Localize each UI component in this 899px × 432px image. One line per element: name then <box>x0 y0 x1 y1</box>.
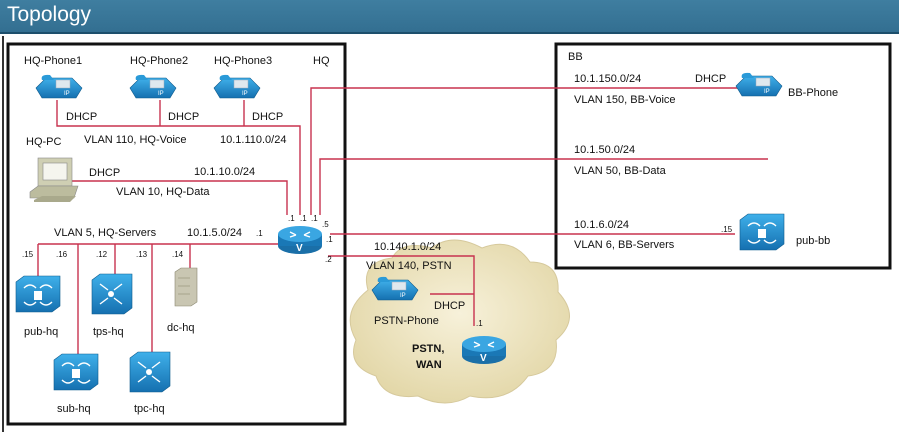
telepresence-conductor-icon <box>129 351 171 393</box>
hq-pc-name: HQ-PC <box>26 136 62 148</box>
hq-pc-addr: DHCP <box>89 167 120 179</box>
server-tpc-hq[interactable]: tpc-hq <box>129 351 171 415</box>
router-iface-label: .2 <box>325 255 332 264</box>
router-iface-label: .1 <box>326 235 333 244</box>
hq-data-vlan: VLAN 10, HQ-Data <box>116 186 210 198</box>
content-frame <box>2 36 897 432</box>
router-iface-label: .5 <box>322 220 329 229</box>
link-hq-voice <box>56 100 301 215</box>
hq-phone3[interactable]: HQ-Phone3 DHCP <box>213 55 283 123</box>
router-iface-label: .1 <box>288 214 295 223</box>
host-label: .12 <box>96 250 108 259</box>
link-bb-data <box>319 158 768 215</box>
call-manager-icon <box>739 213 785 251</box>
ip-phone-icon <box>735 72 783 97</box>
server-pub-bb[interactable]: .15 pub-bb <box>721 213 830 251</box>
hq-voice-subnet: 10.1.110.0/24 <box>220 134 286 146</box>
pstn-phone-name: PSTN-Phone <box>374 315 439 327</box>
link-bb-voice <box>310 87 740 215</box>
pstn-phone[interactable]: DHCP PSTN-Phone <box>371 276 465 327</box>
host-label: .15 <box>22 250 34 259</box>
hq-phone1-addr: DHCP <box>66 111 97 123</box>
server-name: tpc-hq <box>134 403 165 415</box>
hq-pc[interactable]: HQ-PC DHCP <box>26 136 120 203</box>
pstn-phone-addr: DHCP <box>434 300 465 312</box>
bb-server-vlan: VLAN 6, BB-Servers <box>574 239 675 251</box>
router-iface-label: .1 <box>311 214 318 223</box>
ip-phone-icon <box>35 74 83 99</box>
hq-phone3-name: HQ-Phone3 <box>214 55 272 67</box>
bb-data-subnet: 10.1.50.0/24 <box>574 144 635 156</box>
host-label: .14 <box>172 250 184 259</box>
server-sub-hq[interactable]: sub-hq <box>53 353 99 415</box>
router-iface-label: .1 <box>476 319 483 328</box>
bb-phone-name: BB-Phone <box>788 87 838 99</box>
server-name: dc-hq <box>167 322 195 334</box>
link-hq-data <box>72 180 288 215</box>
server-name: pub-bb <box>796 235 830 247</box>
hq-data-subnet: 10.1.10.0/24 <box>194 166 255 178</box>
bb-data-vlan: VLAN 50, BB-Data <box>574 165 667 177</box>
bb-voice-subnet: 10.1.150.0/24 <box>574 73 641 85</box>
router-iface-label: .1 <box>256 229 263 238</box>
bb-server-subnet: 10.1.6.0/24 <box>574 219 629 231</box>
bb-site-label: BB <box>568 51 583 63</box>
server-dc-hq[interactable]: dc-hq <box>167 267 198 334</box>
pstn-router[interactable] <box>461 335 507 365</box>
pstn-vlan: VLAN 140, PSTN <box>366 260 452 272</box>
server-pub-hq[interactable]: pub-hq <box>15 275 61 338</box>
server-name: pub-hq <box>24 326 58 338</box>
hq-phone3-addr: DHCP <box>252 111 283 123</box>
hq-phone2[interactable]: HQ-Phone2 DHCP <box>129 55 199 123</box>
bb-voice-vlan: VLAN 150, BB-Voice <box>574 94 676 106</box>
hq-server-subnet: 10.1.5.0/24 <box>187 227 242 239</box>
window-title: Topology <box>7 3 92 26</box>
link-pstn <box>328 255 475 326</box>
router-icon <box>461 335 507 365</box>
hq-phone1-name: HQ-Phone1 <box>24 55 82 67</box>
host-label: .13 <box>136 250 148 259</box>
hq-phone2-addr: DHCP <box>168 111 199 123</box>
cloud-label: PSTN, <box>412 343 444 355</box>
host-label: .15 <box>721 225 733 234</box>
ip-phone-icon <box>213 74 261 99</box>
server-name: sub-hq <box>57 403 91 415</box>
hq-server-vlan: VLAN 5, HQ-Servers <box>54 227 157 239</box>
telepresence-server-icon <box>91 273 133 315</box>
call-manager-icon <box>53 353 99 391</box>
bb-site-box <box>554 42 892 270</box>
server-tower-icon <box>174 267 198 307</box>
title-bar: Topology <box>0 0 899 34</box>
bb-phone[interactable]: DHCP BB-Phone <box>695 72 838 99</box>
call-manager-icon <box>15 275 61 313</box>
hq-site-label: HQ <box>313 55 330 67</box>
links <box>37 87 768 356</box>
ip-phone-icon <box>129 74 177 99</box>
pc-icon <box>29 157 79 203</box>
hq-voice-vlan: VLAN 110, HQ-Voice <box>84 134 187 146</box>
bb-phone-addr: DHCP <box>695 73 726 85</box>
server-tps-hq[interactable]: tps-hq <box>91 273 133 338</box>
router-icon <box>277 225 323 255</box>
hq-router[interactable] <box>277 225 323 255</box>
pstn-subnet: 10.140.1.0/24 <box>374 241 441 253</box>
server-name: tps-hq <box>93 326 124 338</box>
hq-phone1[interactable]: HQ-Phone1 DHCP <box>24 55 97 123</box>
cloud-label: WAN <box>416 359 442 371</box>
host-label: .16 <box>56 250 68 259</box>
hq-phone2-name: HQ-Phone2 <box>130 55 188 67</box>
router-iface-label: .1 <box>300 214 307 223</box>
